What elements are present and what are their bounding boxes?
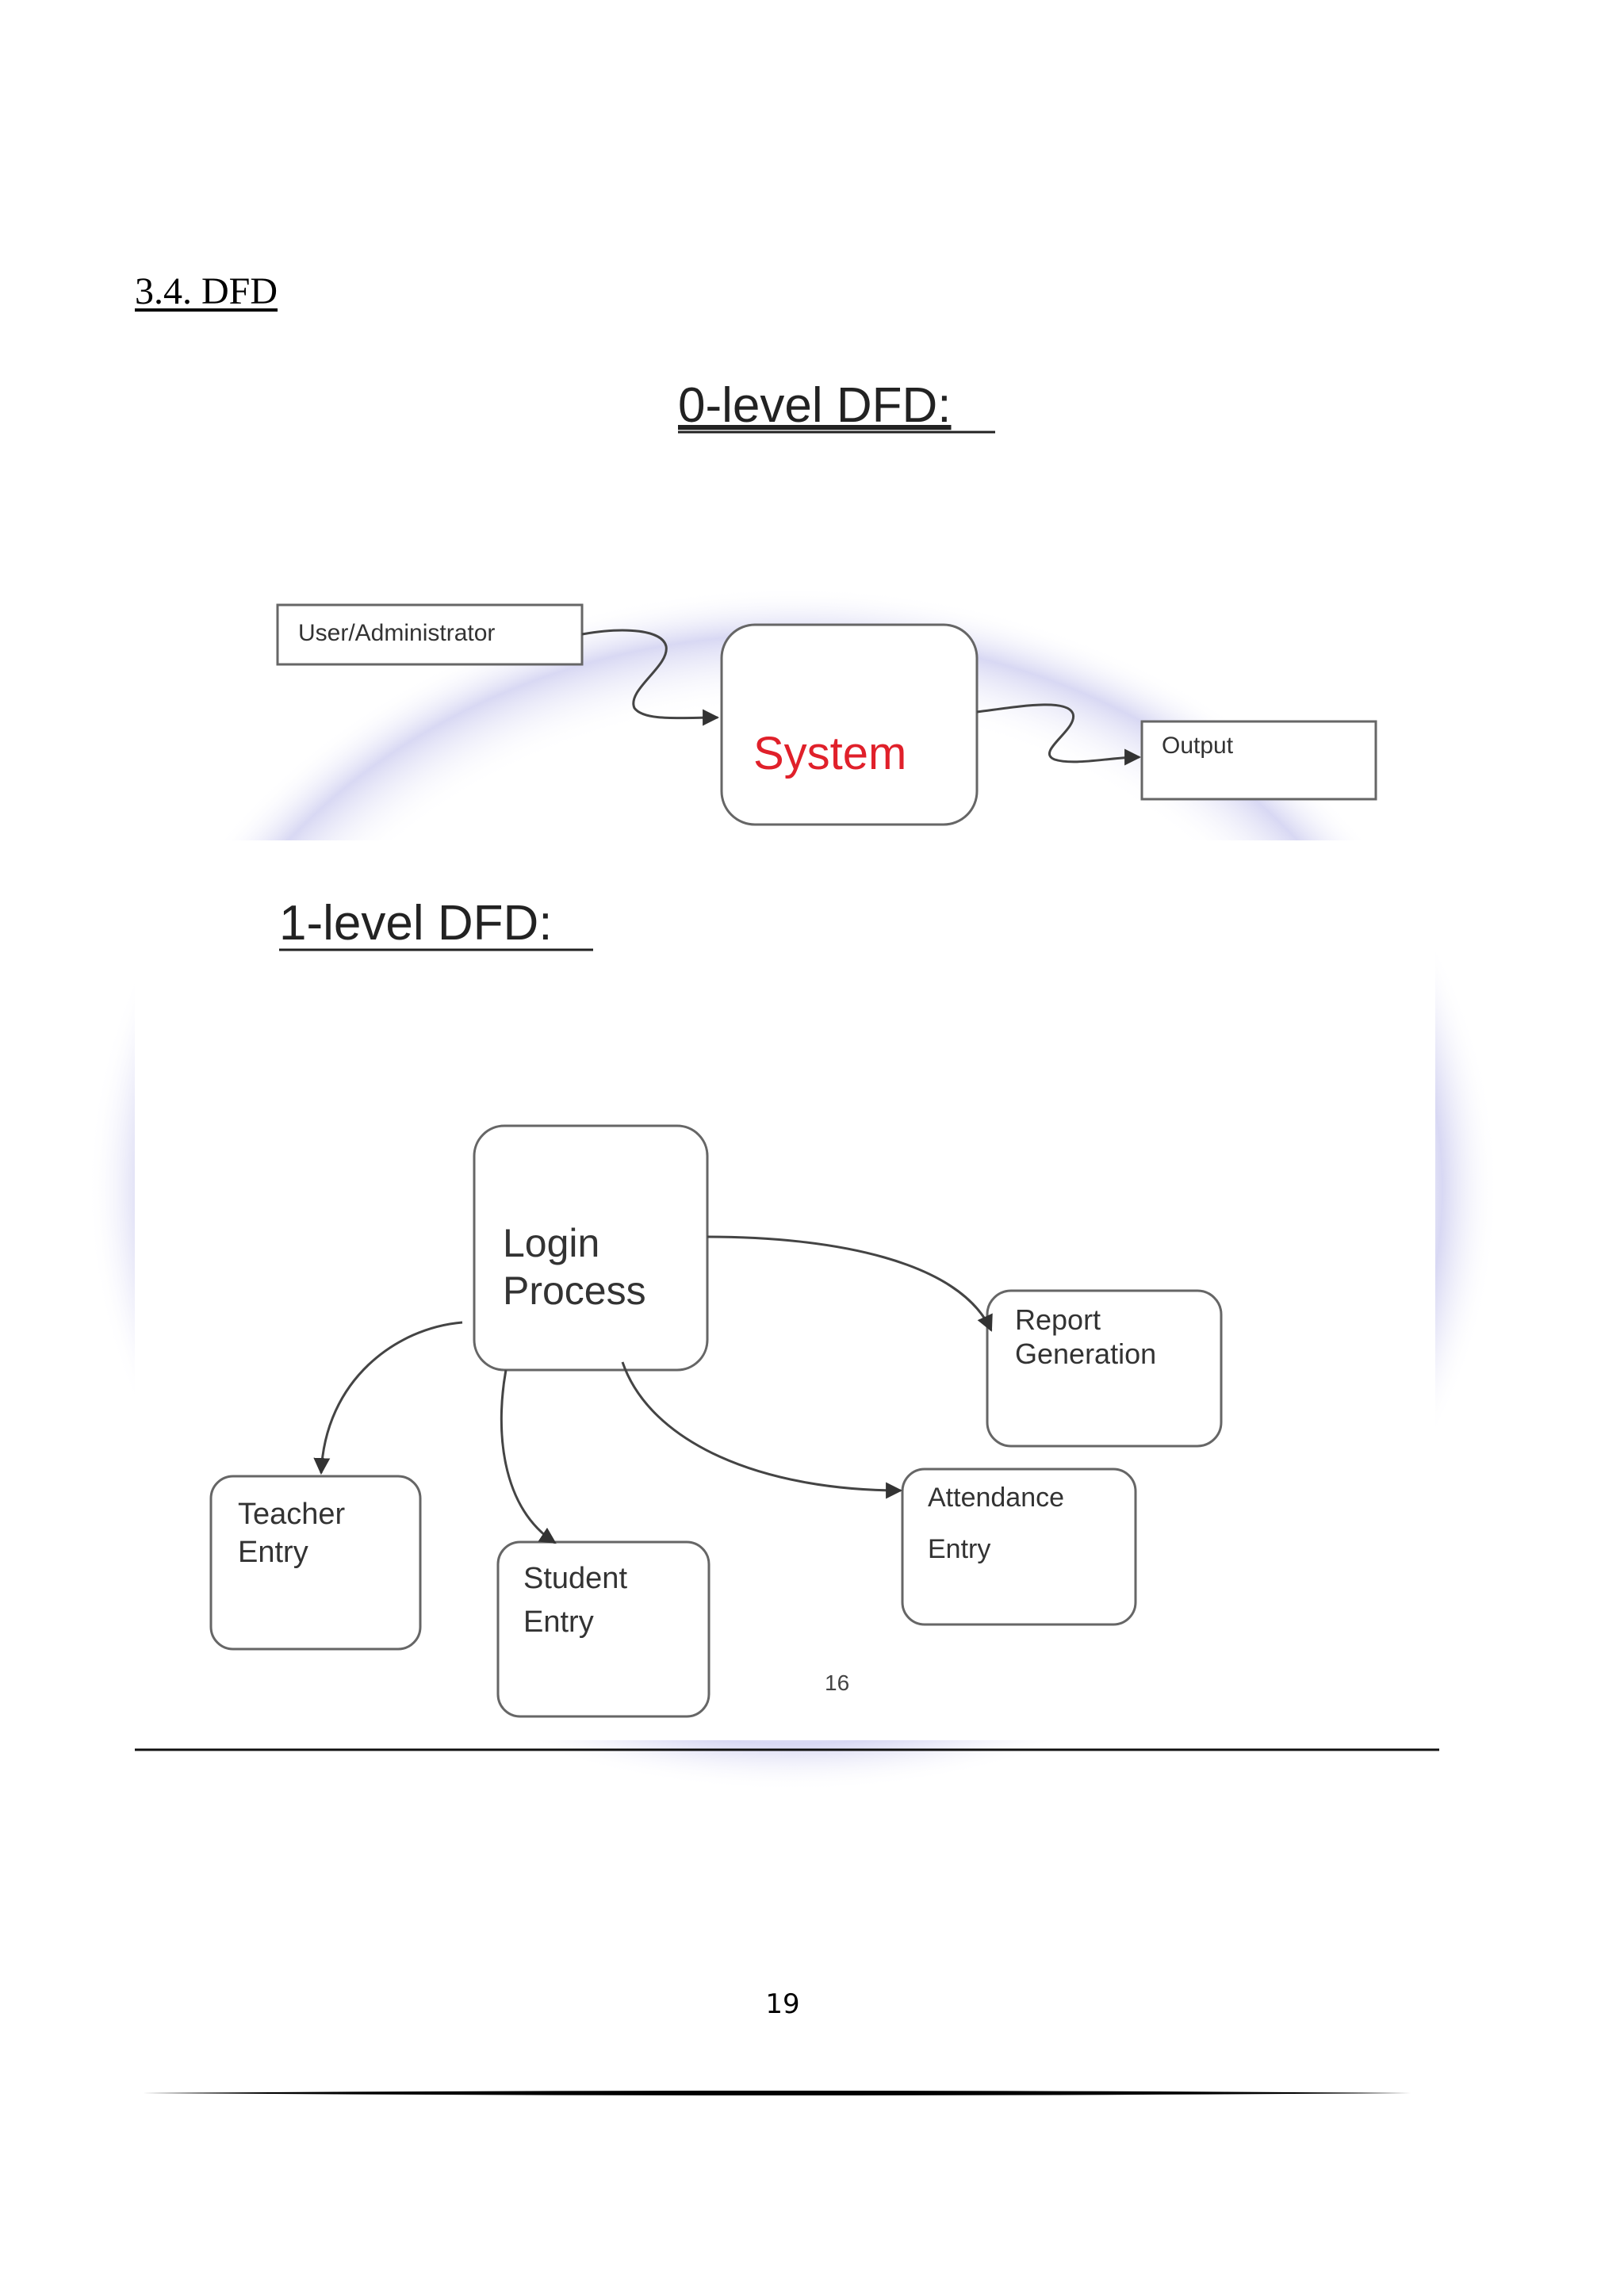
level0-title: 0-level DFD: bbox=[678, 378, 952, 433]
student-label-line1: Student bbox=[523, 1562, 627, 1595]
output-label: Output bbox=[1162, 733, 1234, 759]
login-process bbox=[473, 1124, 709, 1372]
flow-source-to-system bbox=[581, 629, 720, 726]
flow-system-to-output bbox=[976, 703, 1142, 766]
flow-login-to-teacher bbox=[313, 1321, 463, 1475]
report-label-line2: Generation bbox=[1015, 1337, 1156, 1370]
attendance-process bbox=[901, 1468, 1137, 1626]
login-label-line2: Process bbox=[503, 1269, 646, 1313]
inner-page-number: 16 bbox=[825, 1670, 849, 1695]
student-process bbox=[496, 1540, 710, 1718]
attendance-label-line1: Attendance bbox=[928, 1483, 1064, 1513]
level1-title: 1-level DFD: bbox=[279, 896, 553, 951]
teacher-label-line1: Teacher bbox=[238, 1498, 346, 1531]
section-heading: 3.4. DFD bbox=[135, 270, 278, 312]
system-label: System bbox=[753, 728, 906, 779]
source-box bbox=[276, 603, 584, 666]
flow-login-to-student bbox=[500, 1369, 557, 1544]
teacher-process bbox=[209, 1475, 422, 1651]
login-label-line1: Login bbox=[503, 1221, 599, 1265]
report-process bbox=[986, 1289, 1223, 1448]
page-number: 19 bbox=[765, 1988, 800, 2020]
teacher-label-line2: Entry bbox=[238, 1536, 308, 1569]
output-box bbox=[1140, 720, 1377, 801]
system-process bbox=[720, 623, 979, 826]
attendance-label-line2: Entry bbox=[928, 1534, 990, 1564]
footer-rule bbox=[143, 2091, 1411, 2095]
flow-login-to-report bbox=[707, 1235, 993, 1332]
student-label-line2: Entry bbox=[523, 1605, 594, 1639]
flow-login-to-attendance bbox=[621, 1361, 903, 1499]
report-label-line1: Report bbox=[1015, 1303, 1101, 1336]
source-label: User/Administrator bbox=[298, 620, 495, 646]
